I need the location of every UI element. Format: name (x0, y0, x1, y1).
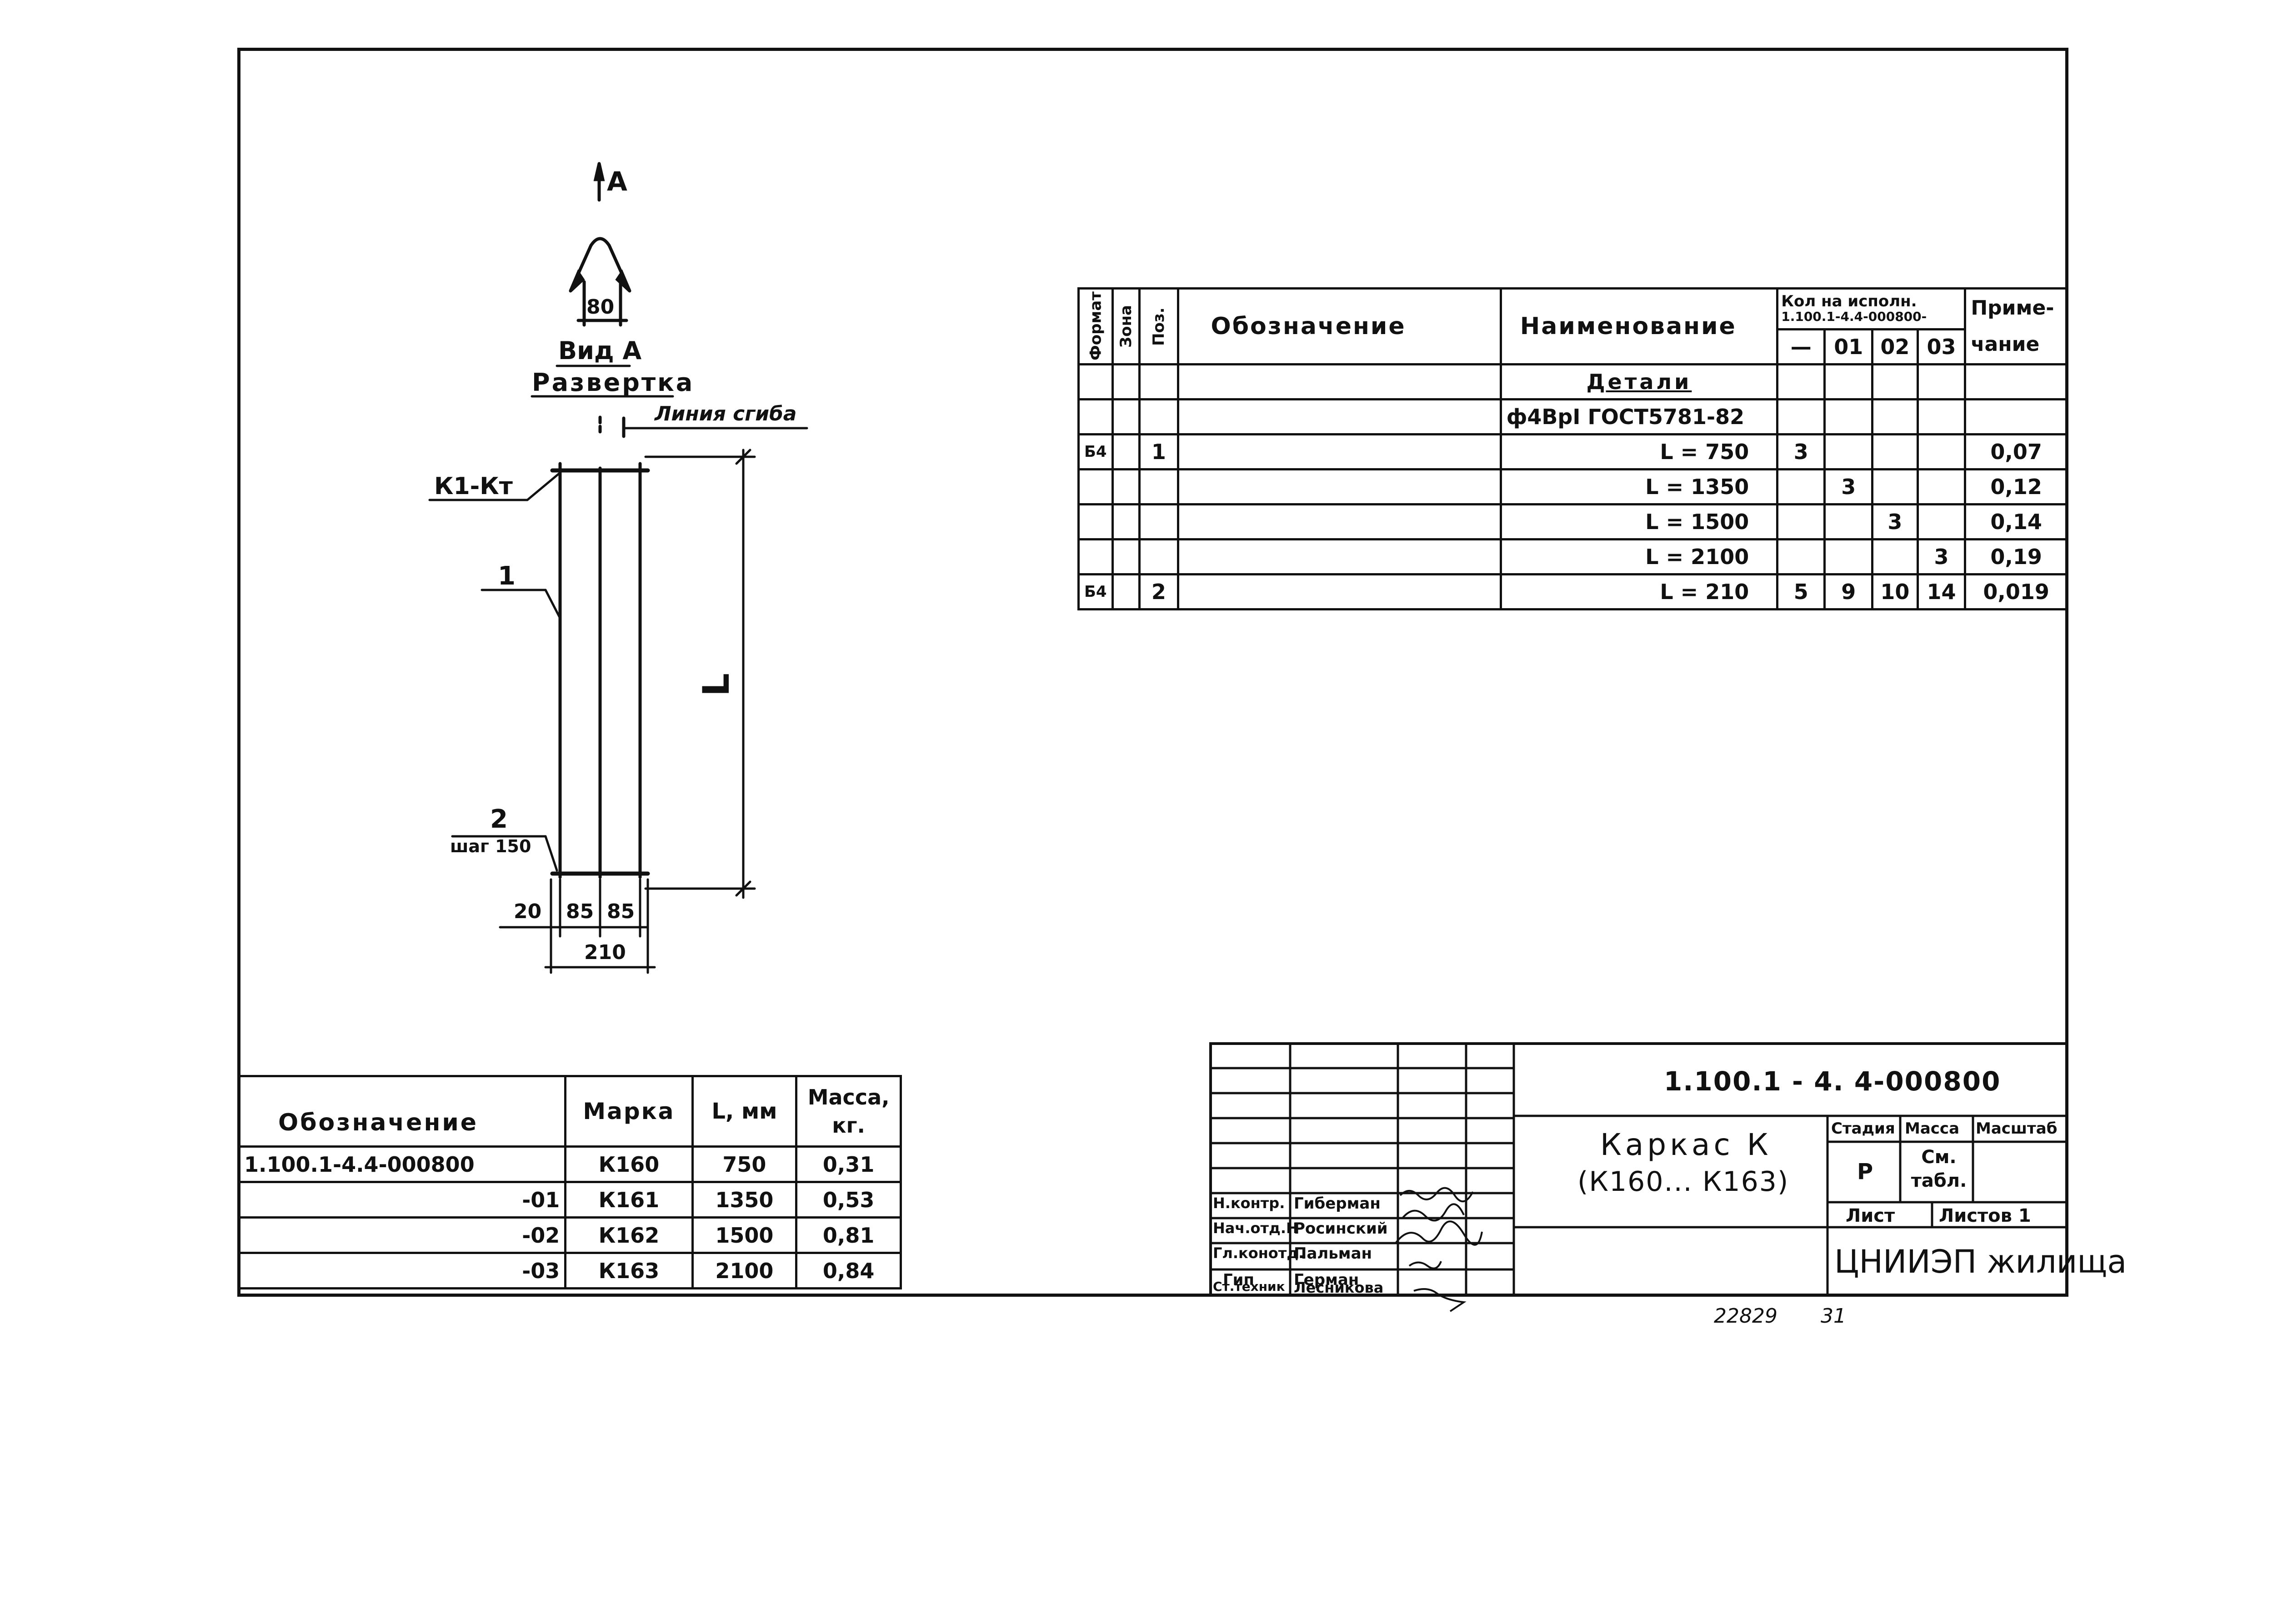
spec-header-qty-03: 03 (1916, 328, 1967, 365)
signer-role: Гип (1223, 1271, 1254, 1289)
spec-header-name: Наименование (1499, 287, 1779, 365)
spec-header-qty: Кол на исполн. 1.100.1-4.4-000800- (1776, 287, 1967, 330)
page-number: 31 (1821, 1304, 1846, 1328)
view-arrow-head (593, 163, 605, 181)
spec-header-qty-dash: — (1776, 328, 1826, 365)
table-row: L = 2100 3 0,19 (1077, 538, 2068, 575)
marks-header-mark: Марка (564, 1075, 694, 1148)
dim-85-right: 85 (607, 900, 635, 923)
mass-value: См. табл. (1911, 1147, 1967, 1191)
signer-name: Гиберман (1294, 1194, 1381, 1213)
dim-85-left: 85 (566, 900, 594, 923)
spec-header-designation: Обозначение (1177, 287, 1502, 365)
spec-header-qty-02: 02 (1871, 328, 1919, 365)
doc-number: 1.100.1 - 4. 4-000800 (1664, 1066, 2001, 1097)
weld-label: К1-Кт (434, 473, 513, 500)
bent-shape (569, 237, 631, 293)
unfold-label: Развертка (532, 368, 695, 397)
position-1-label: 1 (498, 561, 516, 591)
table-row: 1.100.1-4.4-000800 К160 750 0,31 (237, 1145, 902, 1183)
title-block (1209, 1042, 2068, 1297)
mass-label: Масса (1905, 1119, 1960, 1138)
signer-role: Гл.конотд. (1213, 1244, 1304, 1262)
spec-table: Формат Зона Поз. Обозначение Наименовани… (1077, 287, 2068, 610)
marks-table: Обозначение Марка L, мм Масса, кг. 1.100… (237, 1075, 902, 1289)
signature-3 (1395, 1220, 1483, 1246)
signature-1 (1399, 1187, 1474, 1203)
signer-name: Лесникова (1294, 1279, 1384, 1296)
spec-header-qty-doc: 1.100.1-4.4-000800- (1781, 309, 1927, 324)
spec-section-title: Детали (1499, 363, 1779, 400)
spec-header-qty-title: Кол на исполн. (1781, 292, 1917, 310)
position-2-label: 2 (490, 805, 508, 834)
view-a-label: Вид А (558, 336, 642, 365)
marks-header-mass: Масса, кг. (795, 1075, 902, 1148)
table-row: -03 К163 2100 0,84 (237, 1252, 902, 1289)
stage-value: Р (1857, 1159, 1873, 1184)
spec-header-qty-01: 01 (1823, 328, 1873, 365)
signature-2 (1402, 1203, 1465, 1222)
table-row: -02 К162 1500 0,81 (237, 1216, 902, 1254)
dim-20: 20 (514, 900, 542, 923)
spec-header-note: Приме-чание (1964, 287, 2068, 365)
spec-material: ф4ВрI ГОСТ5781-82 (1499, 398, 1779, 435)
sheets-label: Листов 1 (1939, 1205, 2031, 1226)
title-line-1: Каркас К (1600, 1127, 1772, 1162)
organization-name: ЦНИИЭП жилища (1834, 1243, 2127, 1280)
marks-header-length: L, мм (691, 1075, 798, 1148)
signer-name: Пальман (1294, 1244, 1372, 1263)
signature-4 (1408, 1261, 1442, 1269)
inventory-number: 22829 (1714, 1304, 1777, 1328)
table-row: L = 1500 3 0,14 (1077, 503, 2068, 540)
signer-role: Ст.техник (1213, 1279, 1285, 1294)
view-arrow-label: А (607, 166, 627, 197)
sheet-label: Лист (1846, 1205, 1895, 1226)
table-row: -01 К161 1350 0,53 (237, 1181, 902, 1219)
dim-210: 210 (584, 941, 626, 964)
bend-line-label: Линия сгиба (655, 402, 797, 425)
signature-5 (1413, 1288, 1467, 1312)
table-row: Б4 1 L = 750 3 0,07 (1077, 433, 2068, 470)
table-row: L = 1350 3 0,12 (1077, 468, 2068, 505)
stage-label: Стадия (1831, 1119, 1895, 1138)
drawing-frame (237, 48, 2068, 1297)
title-line-2: (К160... К163) (1577, 1166, 1789, 1198)
pitch-label: шаг 150 (450, 836, 531, 856)
signer-role: Н.контр. (1213, 1194, 1285, 1212)
scale-label: Масштаб (1976, 1119, 2058, 1138)
signer-role: Нач.отд.Н (1213, 1219, 1298, 1237)
marks-header-designation: Обозначение (237, 1075, 567, 1148)
table-row: Б4 2 L = 210 5 9 10 14 0,019 (1077, 573, 2068, 610)
signer-name: Герман (1294, 1271, 1359, 1289)
dim-80: 80 (586, 295, 615, 319)
signer-name: Росинский (1294, 1219, 1388, 1238)
